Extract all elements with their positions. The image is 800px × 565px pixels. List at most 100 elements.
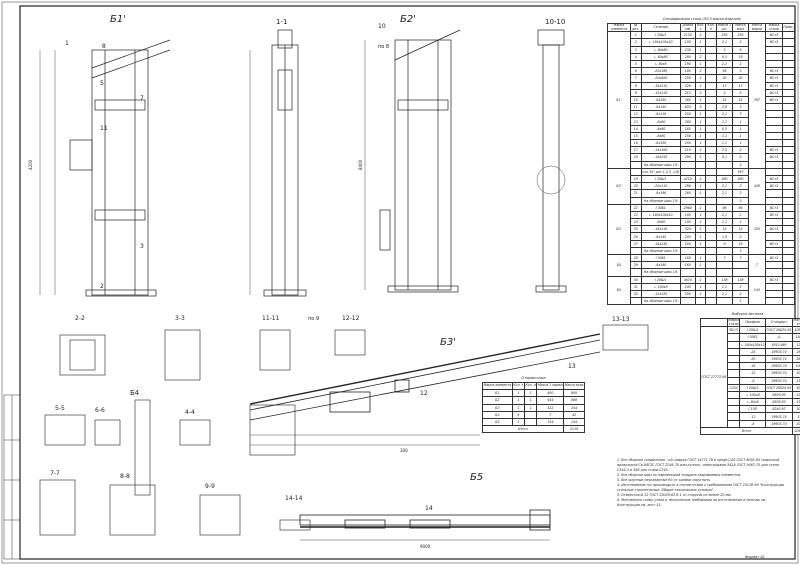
table-cell bbox=[726, 362, 741, 371]
table-cell: 360 bbox=[715, 174, 734, 184]
table-cell: 9 bbox=[629, 88, 642, 97]
table-cell: -12х110 bbox=[640, 88, 681, 97]
table-cell: -12 bbox=[739, 369, 767, 378]
table-cell: 1 bbox=[732, 124, 749, 133]
table-cell: С255 bbox=[726, 383, 741, 392]
table-cell: 96 bbox=[732, 203, 749, 212]
table-cell: 2 bbox=[732, 210, 749, 220]
table-cell: 52 bbox=[791, 390, 800, 400]
table-cell: 100 bbox=[791, 362, 800, 371]
table-cell: 397 bbox=[732, 167, 749, 176]
table-cell: 210 bbox=[679, 146, 696, 155]
remark-cell bbox=[782, 124, 795, 133]
table-cell bbox=[705, 81, 717, 90]
table-cell: 9,5 bbox=[715, 52, 734, 61]
table-cell: -8х80 bbox=[640, 124, 681, 133]
table-cell: 2,1 bbox=[715, 189, 734, 198]
column-header: Масса 1 шт. bbox=[715, 22, 734, 33]
table-cell bbox=[694, 297, 707, 306]
table-cell: 1090 bbox=[791, 326, 800, 335]
table-cell: -18х250 bbox=[640, 153, 681, 162]
table-cell: 19 bbox=[629, 174, 642, 184]
table-cell bbox=[679, 196, 696, 205]
table-cell: 1 bbox=[694, 131, 707, 141]
table-cell: 20 bbox=[629, 182, 642, 191]
table-cell: 1 bbox=[694, 203, 707, 212]
view-title-7-7: 7-7 bbox=[50, 470, 60, 477]
table-cell: 30 bbox=[791, 369, 800, 378]
table-cell: 20 bbox=[715, 74, 734, 83]
element-mark: Б2' bbox=[607, 167, 631, 205]
table-cell bbox=[694, 196, 707, 205]
table-cell: 1 bbox=[732, 297, 749, 306]
table-cell: 13 bbox=[629, 117, 642, 126]
table-cell: 12 bbox=[791, 340, 800, 349]
table-cell: 1 bbox=[694, 153, 707, 162]
table-cell bbox=[705, 275, 717, 284]
table-cell: 260 bbox=[679, 189, 696, 198]
table-cell: На сборные швы 1% bbox=[640, 160, 681, 169]
table-cell: 1 bbox=[511, 389, 526, 398]
table-cell bbox=[705, 218, 717, 227]
total-label: Итого bbox=[700, 426, 793, 436]
remark-cell bbox=[782, 153, 795, 162]
table-cell bbox=[705, 95, 717, 105]
table-cell: 322 bbox=[536, 403, 565, 412]
table-cell: 2 bbox=[732, 289, 749, 299]
table-cell: Б1 bbox=[482, 389, 513, 398]
table-cell: 4 bbox=[732, 160, 749, 169]
table-cell: 8510-86* bbox=[765, 340, 793, 349]
table-cell: 1 bbox=[694, 174, 707, 184]
table-cell: -8х160 bbox=[640, 261, 681, 270]
remark-cell bbox=[782, 239, 795, 248]
remark-cell bbox=[782, 146, 795, 155]
table-cell: ВСт3 bbox=[764, 210, 784, 220]
view-title-b5: Б5 bbox=[470, 472, 483, 483]
table-cell: Ⅰ 30Б1 bbox=[640, 203, 681, 212]
mark-mass: 144 bbox=[747, 275, 766, 306]
table-cell: 8 bbox=[732, 88, 749, 97]
table-cell: 3 bbox=[732, 67, 749, 76]
remark-cell bbox=[782, 246, 795, 256]
table-cell bbox=[705, 174, 717, 184]
table-cell bbox=[705, 138, 717, 148]
table-cell: ВСт3 bbox=[726, 326, 741, 335]
remark-cell bbox=[782, 110, 795, 119]
table-cell: Ⅰ 20Ш1 bbox=[640, 275, 681, 284]
table-cell: 50 bbox=[791, 383, 800, 392]
section-mark: 3 bbox=[140, 243, 144, 250]
table-cell bbox=[764, 59, 784, 69]
table-cell: 14 bbox=[732, 225, 749, 234]
view-title-4-4: 4-4 bbox=[185, 409, 195, 416]
table-cell bbox=[705, 52, 717, 61]
table-cell bbox=[705, 124, 717, 133]
table-cell: ВСт3 bbox=[764, 38, 784, 47]
remark-cell bbox=[782, 45, 795, 54]
table-cell bbox=[705, 232, 717, 241]
table-cell: 19903-74 bbox=[765, 354, 793, 364]
table-cell: 11 bbox=[629, 103, 642, 112]
table-cell: 200 bbox=[679, 289, 696, 299]
table-cell: [ 10П bbox=[739, 405, 767, 414]
table-cell: 96 bbox=[715, 203, 734, 212]
table-cell: ВСт3 bbox=[764, 182, 784, 191]
table-cell: 3 bbox=[715, 45, 734, 54]
table-cell: 200 bbox=[679, 239, 696, 248]
table-cell: -8х100 bbox=[640, 138, 681, 148]
table-cell bbox=[705, 59, 717, 69]
table-cell: ∟ 80х80 bbox=[640, 45, 681, 54]
table-cell: ∟ 80х8 bbox=[640, 59, 681, 69]
